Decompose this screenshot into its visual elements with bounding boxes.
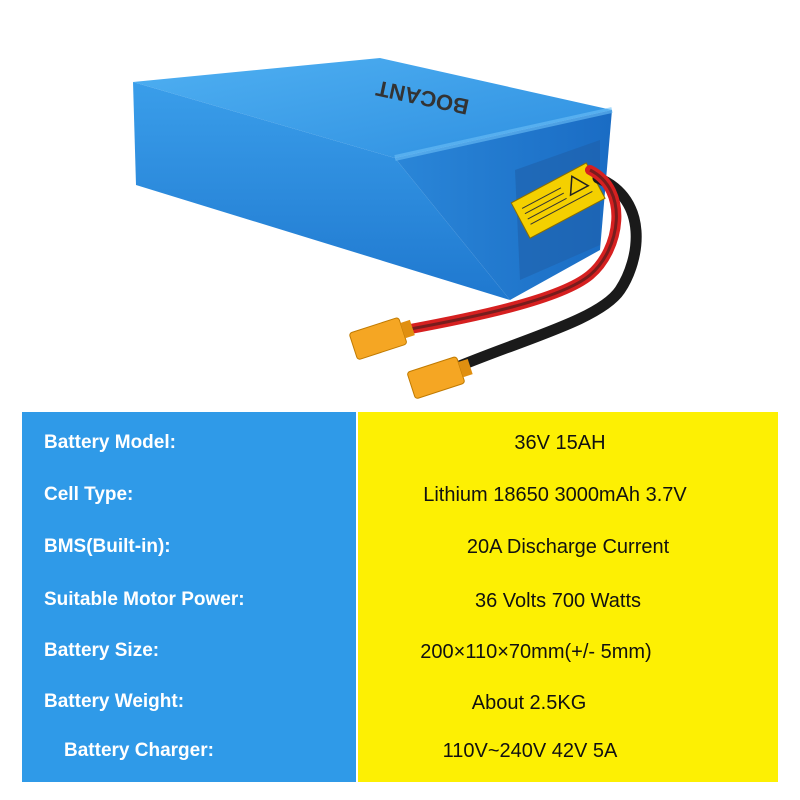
spec-label: Battery Model: [44, 432, 176, 453]
spec-table [22, 412, 778, 782]
spec-label-column [22, 412, 358, 782]
spec-label: Battery Size: [44, 640, 160, 661]
spec-value: 36 Volts 700 Watts [474, 590, 642, 612]
warning-label-icon [510, 162, 606, 239]
spec-value: 200×110×70mm(+/- 5mm) [420, 641, 652, 663]
xt60-connector-icon [407, 356, 473, 399]
spec-value: 36V 15AH [514, 432, 606, 454]
spec-value: 20A Discharge Current [466, 536, 670, 558]
spec-label: Cell Type: [44, 484, 134, 505]
spec-label: Battery Weight: [44, 691, 185, 712]
spec-value: About 2.5KG [471, 692, 587, 714]
spec-value: 110V~240V 42V 5A [442, 740, 618, 762]
spec-value-column [358, 412, 778, 782]
battery-pack-image: BOCANT [133, 58, 642, 399]
black-cable [444, 172, 642, 376]
spec-label: Suitable Motor Power: [44, 589, 245, 610]
spec-label: Battery Charger: [64, 740, 214, 761]
battery-top-face [133, 58, 612, 158]
spec-value: Lithium 18650 3000mAh 3.7V [423, 484, 687, 506]
xt60-connector-icon [349, 317, 415, 360]
spec-label: BMS(Built-in): [44, 536, 171, 557]
battery-side-face [133, 82, 510, 300]
